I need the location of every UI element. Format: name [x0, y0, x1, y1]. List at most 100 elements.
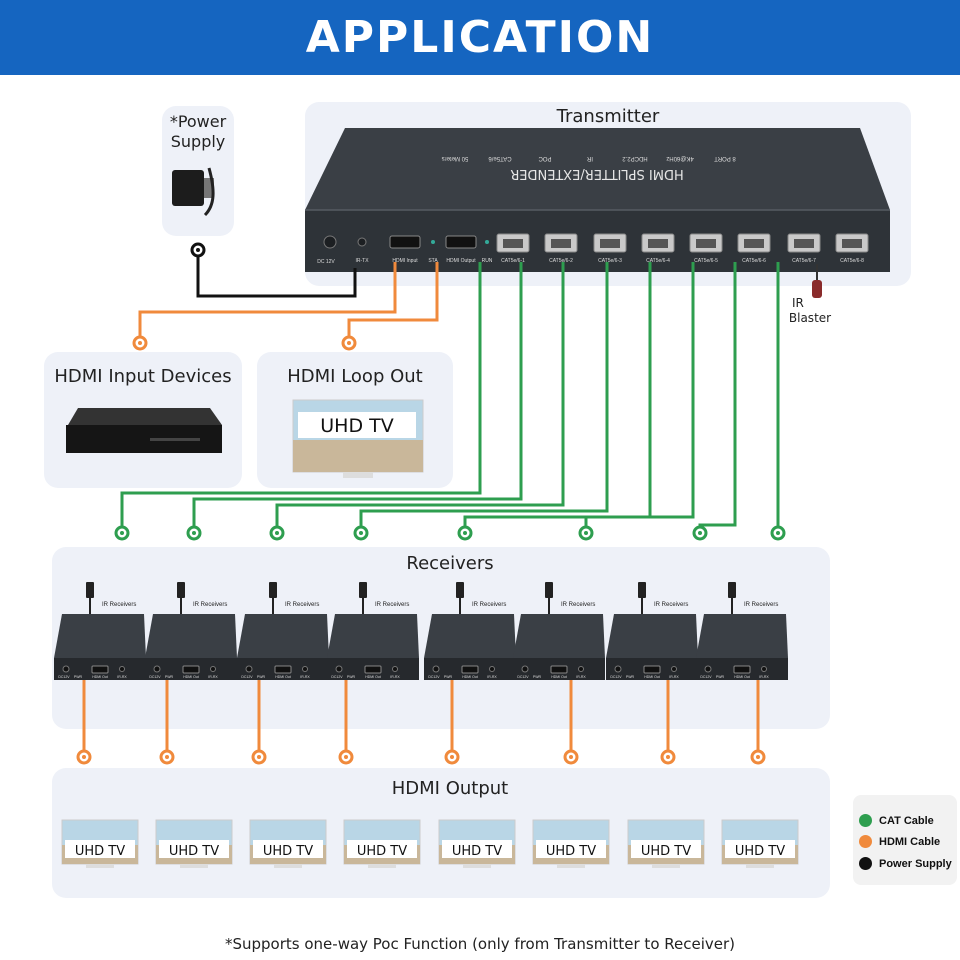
receiver-hdmi-port: [643, 665, 661, 674]
ir-receiver-label: IR Receivers: [561, 602, 595, 608]
transmitter-feature: POC: [538, 155, 552, 161]
output-tv: UHD TV: [721, 819, 799, 868]
receiver-port-label: DC12V: [700, 675, 712, 679]
output-tv-text-box: [159, 840, 229, 858]
output-tv: UHD TV: [438, 819, 516, 868]
output-tv-stand: [180, 864, 208, 868]
hdmi-output-node: [563, 749, 579, 765]
transmitter-feature: IR: [586, 155, 593, 161]
hdmi-input-devices-label: HDMI Input Devices: [54, 366, 232, 387]
receiver-top: [424, 614, 516, 658]
output-tv: UHD TV: [627, 819, 705, 868]
receivers-label: Receivers: [406, 553, 494, 574]
receiver-port-label: HDMI Out: [275, 675, 291, 679]
receiver-port-label: PWR: [257, 675, 266, 679]
output-tv-text-box: [442, 840, 512, 858]
power-adapter: [172, 167, 215, 217]
sta-led: [431, 240, 435, 244]
rj45-socket: [503, 239, 523, 248]
ir-receiver-label: IR Receivers: [285, 602, 319, 608]
receiver-top: [237, 614, 329, 658]
legend: CAT Cable HDMI Cable Power Supply: [853, 795, 957, 885]
port-label: CAT5e/6-3: [598, 258, 622, 264]
port-label: HDMI Input: [392, 258, 418, 264]
output-tv-text: UHD TV: [263, 844, 313, 859]
receiver-port-label: IR-RX: [487, 675, 497, 679]
output-tv-stand: [274, 864, 302, 868]
ir-blaster-label: IR Blaster: [780, 296, 840, 326]
receiver-port-label: DC12V: [149, 675, 161, 679]
output-tv-text: UHD TV: [452, 844, 502, 859]
ir-receiver-dongle: [269, 582, 277, 598]
loop-tv-stand: [343, 472, 373, 478]
output-tv-stand: [652, 864, 680, 868]
adapter-body: [172, 170, 204, 206]
hdmi-output-node: [338, 749, 354, 765]
receiver-hdmi-port: [461, 665, 479, 674]
ir-receiver-label: IR Receivers: [744, 602, 778, 608]
output-tv: UHD TV: [532, 819, 610, 868]
receiver-hdmi-port: [274, 665, 292, 674]
legend-dot-cat: [859, 814, 872, 827]
port-label: CAT5e/6-7: [792, 258, 816, 264]
receiver-dc-port: [704, 665, 712, 673]
receiver-top: [327, 614, 419, 658]
transmitter-device: HDMI SPLITTER/EXTENDER 8 PORT4K@60HzHDCP…: [305, 128, 890, 272]
receiver-port-label: PWR: [533, 675, 542, 679]
ir-receiver-dongle: [638, 582, 646, 598]
hdmi-node-loop: [341, 335, 357, 351]
receiver-port-label: PWR: [444, 675, 453, 679]
rj45-socket: [842, 239, 862, 248]
dvd-tray: [150, 438, 200, 441]
port-label: IR-TX: [355, 258, 369, 264]
ir-receiver-dongle: [359, 582, 367, 598]
cat-node: [770, 525, 786, 541]
receiver-port-label: IR-RX: [117, 675, 127, 679]
receiver-top: [513, 614, 605, 658]
output-tv-text-box: [347, 840, 417, 858]
loop-tv-text: UHD TV: [320, 415, 393, 437]
rj45-socket: [696, 239, 716, 248]
receiver-top: [696, 614, 788, 658]
cat-cable: [463, 262, 652, 530]
receiver-ir-port: [761, 666, 767, 672]
legend-dot-hdmi: [859, 835, 872, 848]
hdmi-output-label: HDMI Output: [391, 778, 509, 799]
adapter-plug: [204, 178, 214, 198]
hdmi-cable-input: [138, 262, 397, 340]
ir-receiver-dongle: [86, 582, 94, 598]
rj45-socket: [794, 239, 814, 248]
power-supply-label-line2: Supply: [170, 132, 226, 151]
receiver-port-label: HDMI Out: [92, 675, 108, 679]
legend-label-hdmi: HDMI Cable: [879, 835, 941, 848]
receiver-hdmi-port: [364, 665, 382, 674]
receiver-port-label: IR-RX: [390, 675, 400, 679]
transmitter-feature: 50 Meters: [442, 155, 469, 161]
output-tv-text: UHD TV: [169, 844, 219, 859]
output-tv: UHD TV: [155, 819, 233, 868]
receiver-port-label: IR-RX: [300, 675, 310, 679]
receiver-dc-port: [335, 665, 343, 673]
power-node-center: [196, 248, 200, 252]
receiver-dc-port: [521, 665, 529, 673]
receiver-port-label: DC12V: [610, 675, 622, 679]
rj45-socket: [648, 239, 668, 248]
receiver-top: [145, 614, 237, 658]
hdmi-output-node: [251, 749, 267, 765]
receiver-port-label: HDMI Out: [365, 675, 381, 679]
cat-cable: [120, 262, 482, 530]
hdmi-output-port: [445, 235, 477, 249]
cat-cable: [275, 262, 565, 530]
receiver-port-label: IR-RX: [576, 675, 586, 679]
hdmi-loop-out-label: HDMI Loop Out: [287, 366, 423, 387]
receiver-dc-port: [614, 665, 622, 673]
receiver-port-label: PWR: [165, 675, 174, 679]
port-label: CAT5e/6-4: [646, 258, 670, 264]
ir-receiver-label: IR Receivers: [472, 602, 506, 608]
output-tv-text: UHD TV: [546, 844, 596, 859]
